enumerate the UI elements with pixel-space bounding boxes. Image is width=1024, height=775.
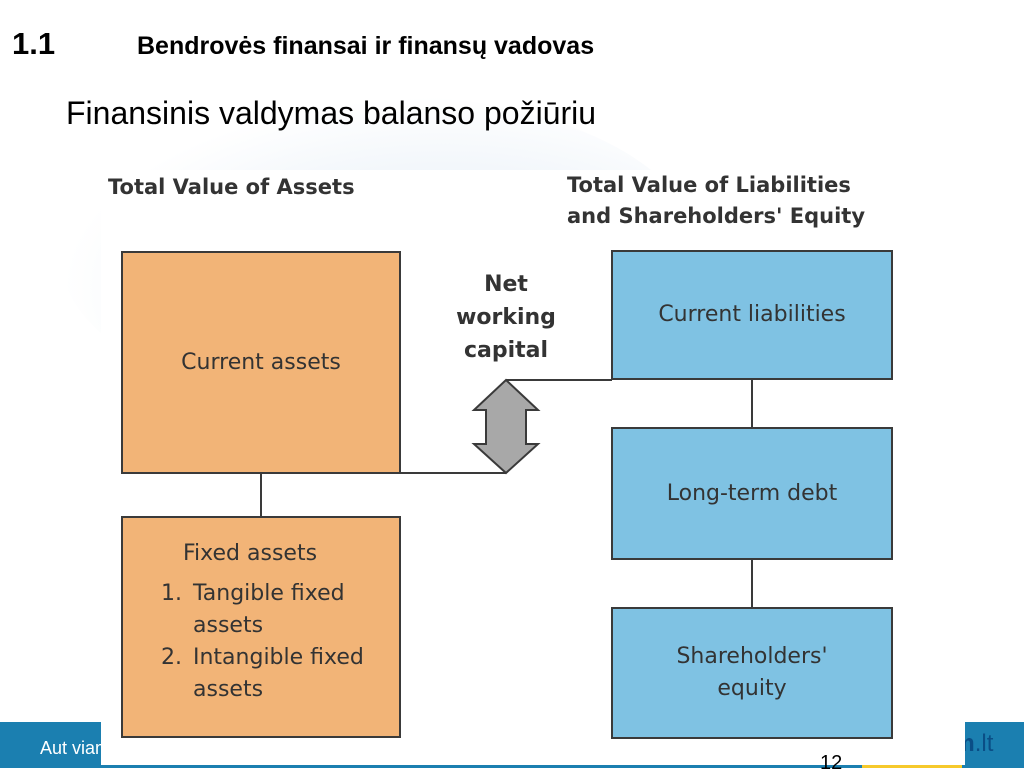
fixed-assets-box: Fixed assets Tangible fixed assets Intan… [121, 516, 401, 738]
current-assets-box: Current assets [121, 251, 401, 474]
current-liabilities-label: Current liabilities [658, 302, 846, 327]
long-term-debt-label: Long-term debt [666, 480, 838, 506]
connector-lines [260, 378, 753, 608]
net-working-capital-label: Net working capital [456, 272, 556, 363]
slide-subtitle: Finansinis valdymas balanso požiūriu [66, 95, 597, 131]
assets-heading: Total Value of Assets [108, 175, 355, 199]
section-title: Bendrovės finansai ir finansų vadovas [137, 32, 595, 60]
fixed-assets-heading: Fixed assets [183, 541, 318, 566]
brand-suffix: .lt [974, 730, 994, 757]
fixed-assets-list: Tangible fixed assets Intangible fixed a… [153, 578, 389, 706]
shareholders-equity-label: Shareholders' equity [676, 644, 828, 701]
fixed-assets-item: Tangible fixed assets [189, 578, 389, 642]
footer-text: Aut viam [40, 738, 111, 758]
current-assets-label: Current assets [181, 349, 341, 375]
liabilities-heading: Total Value of Liabilities and Sharehold… [567, 173, 866, 228]
current-liabilities-box: Current liabilities [611, 250, 893, 380]
double-arrow-icon [471, 378, 541, 475]
page-number: 12 [820, 752, 843, 774]
balance-sheet-diagram: Total Value of Assets Total Value of Lia… [101, 170, 965, 765]
shareholders-equity-box: Shareholders' equity [611, 607, 893, 739]
long-term-debt-box: Long-term debt [611, 427, 893, 560]
section-number: 1.1 [12, 26, 56, 61]
fixed-assets-item: Intangible fixed assets [189, 642, 389, 706]
